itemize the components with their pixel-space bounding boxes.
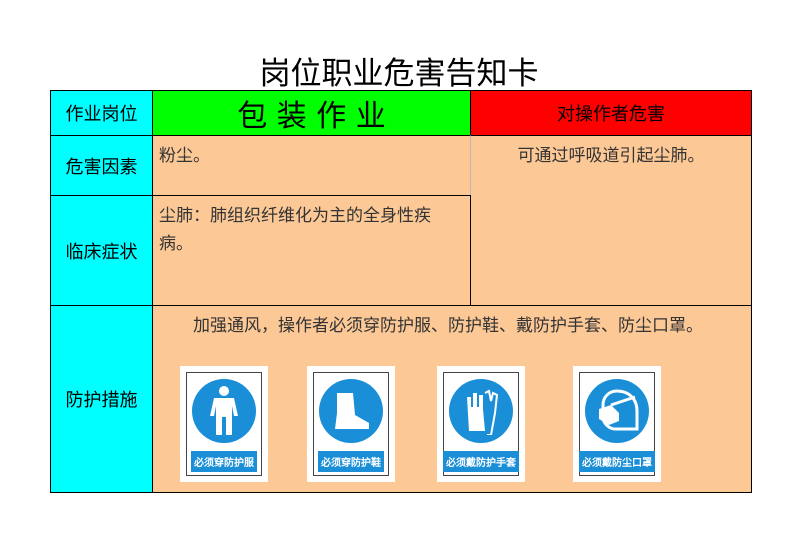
hazard-value: 可通过呼吸道引起尘肺。 — [470, 135, 752, 306]
sign-dust-mask: 必须戴防尘口罩 — [573, 366, 661, 482]
sign-protective-suit: 必须穿防护服 — [180, 366, 268, 482]
label-protect: 防护措施 — [50, 305, 153, 493]
sign-caption: 必须穿防护服 — [191, 451, 257, 472]
sign-caption: 必须戴防尘口罩 — [579, 451, 655, 472]
label-symptom: 临床症状 — [50, 195, 153, 306]
sign-protective-boot: 必须穿防护鞋 — [307, 366, 395, 482]
label-post: 作业岗位 — [50, 90, 153, 136]
sign-gloves: 必须戴防护手套 — [437, 366, 525, 482]
protective-suit-icon — [192, 379, 256, 443]
sign-caption: 必须穿防护鞋 — [318, 451, 384, 472]
factor-value: 粉尘。 — [152, 135, 471, 196]
label-factor: 危害因素 — [50, 135, 153, 196]
gloves-icon — [449, 379, 513, 443]
sign-caption: 必须戴防护手套 — [443, 451, 519, 472]
post-value: 包 装 作 业 — [152, 90, 471, 136]
protect-text: 加强通风，操作者必须穿防护服、防护鞋、戴防护手套、防尘口罩。 — [193, 316, 703, 336]
dust-mask-icon — [585, 379, 649, 443]
symptom-value: 尘肺：肺组织纤维化为主的全身性疾病。 — [152, 195, 471, 306]
protective-boot-icon — [319, 379, 383, 443]
hazard-header: 对操作者危害 — [470, 90, 752, 136]
page-title: 岗位职业危害告知卡 — [259, 56, 539, 92]
